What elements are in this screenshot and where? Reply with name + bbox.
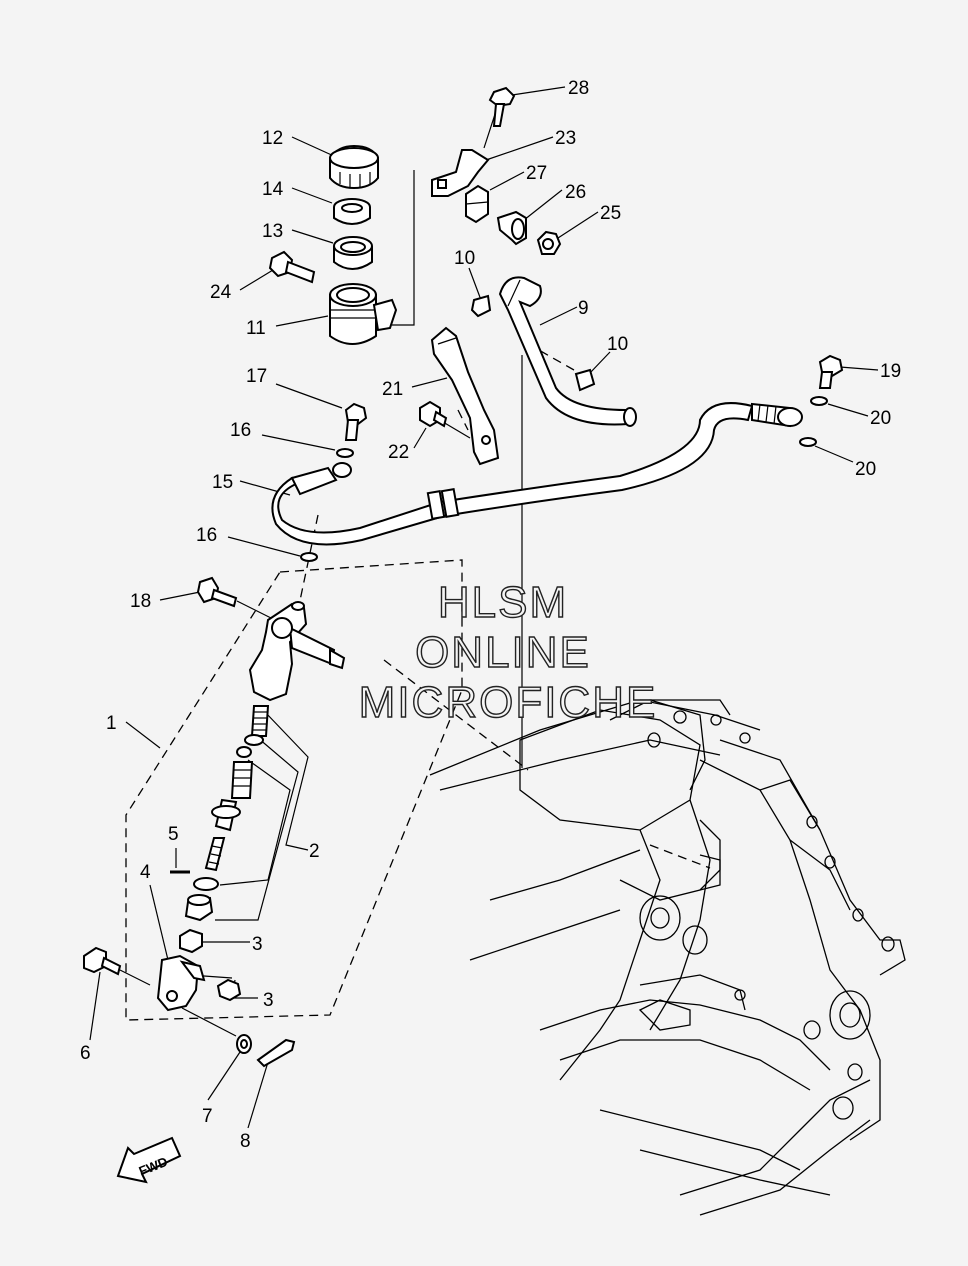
hose-guide-21 — [430, 326, 500, 466]
callout-20-lower: 20 — [855, 459, 876, 480]
callout-15: 15 — [212, 472, 233, 493]
callout-7: 7 — [202, 1106, 213, 1127]
callout-9: 9 — [578, 298, 589, 319]
nut-25 — [536, 230, 562, 255]
callout-10-lower: 10 — [607, 334, 628, 355]
callout-21: 21 — [382, 379, 403, 400]
piston-kit-2 — [204, 705, 270, 872]
callout-18: 18 — [130, 591, 151, 612]
callout-8: 8 — [240, 1131, 251, 1152]
callout-16-lower: 16 — [196, 525, 217, 546]
callout-2: 2 — [309, 841, 320, 862]
washer — [193, 877, 219, 891]
callout-25: 25 — [600, 203, 621, 224]
gasket-16-upper — [336, 448, 354, 458]
callout-10-upper: 10 — [454, 248, 475, 269]
callout-27: 27 — [526, 163, 547, 184]
grommet-27 — [465, 184, 489, 224]
boot — [184, 894, 214, 922]
reservoir-11 — [329, 283, 398, 345]
watermark-line1: HLSM — [438, 578, 568, 627]
nut-3-lower — [216, 978, 242, 1002]
callout-numbers: 28 23 27 26 25 12 14 13 24 11 10 9 10 17… — [80, 78, 901, 1152]
callout-3-lower: 3 — [263, 990, 274, 1011]
callout-1: 1 — [106, 713, 117, 734]
bolt-6 — [83, 946, 122, 976]
frame-outline — [429, 699, 906, 1216]
bolt-22 — [419, 400, 448, 428]
union-bolt-17 — [344, 402, 368, 441]
callout-16-upper: 16 — [230, 420, 251, 441]
callout-20-upper: 20 — [870, 408, 891, 429]
fwd-arrow-icon: FWD — [116, 1136, 182, 1184]
watermark: HLSM ONLINE MICROFICHE — [358, 577, 658, 727]
callout-11: 11 — [246, 318, 266, 339]
nut-3-upper — [179, 928, 203, 954]
callout-28: 28 — [568, 78, 589, 99]
washer-7 — [236, 1034, 252, 1054]
callout-26: 26 — [565, 182, 586, 203]
reservoir-hose-9 — [498, 276, 637, 427]
callout-4: 4 — [140, 862, 151, 883]
watermark-line2: ONLINE — [415, 628, 591, 677]
gasket-20-upper — [810, 396, 828, 406]
callout-3-upper: 3 — [252, 934, 263, 955]
collar-26 — [496, 210, 527, 246]
master-cylinder-body — [248, 601, 346, 702]
bolt-18 — [196, 576, 238, 608]
callout-6: 6 — [80, 1043, 91, 1064]
hose-clip-10-lower — [574, 368, 596, 392]
callout-17: 17 — [246, 366, 267, 387]
callout-19: 19 — [880, 361, 901, 382]
watermark-line3: MICROFICHE — [359, 678, 658, 727]
callout-13: 13 — [262, 221, 283, 242]
hose-clip-10-upper — [470, 294, 492, 318]
callout-23: 23 — [555, 128, 576, 149]
diaphragm-plate-14 — [333, 198, 371, 225]
brake-hose-15 — [271, 402, 803, 546]
diaphragm-13 — [333, 236, 373, 270]
gasket-16-lower — [300, 552, 318, 562]
gasket-20-lower — [799, 437, 817, 447]
clevis-4 — [156, 954, 206, 1012]
callout-22: 22 — [388, 442, 409, 463]
callout-5: 5 — [168, 824, 179, 845]
callout-24: 24 — [210, 282, 232, 303]
union-bolt-19 — [818, 354, 844, 389]
reservoir-cap-12 — [329, 144, 379, 190]
cotter-pin-8 — [256, 1038, 296, 1068]
callout-12: 12 — [262, 128, 283, 149]
screw-24 — [268, 250, 316, 284]
callout-14: 14 — [262, 179, 284, 200]
bolt-28 — [488, 86, 516, 127]
bracket-23 — [431, 149, 490, 197]
